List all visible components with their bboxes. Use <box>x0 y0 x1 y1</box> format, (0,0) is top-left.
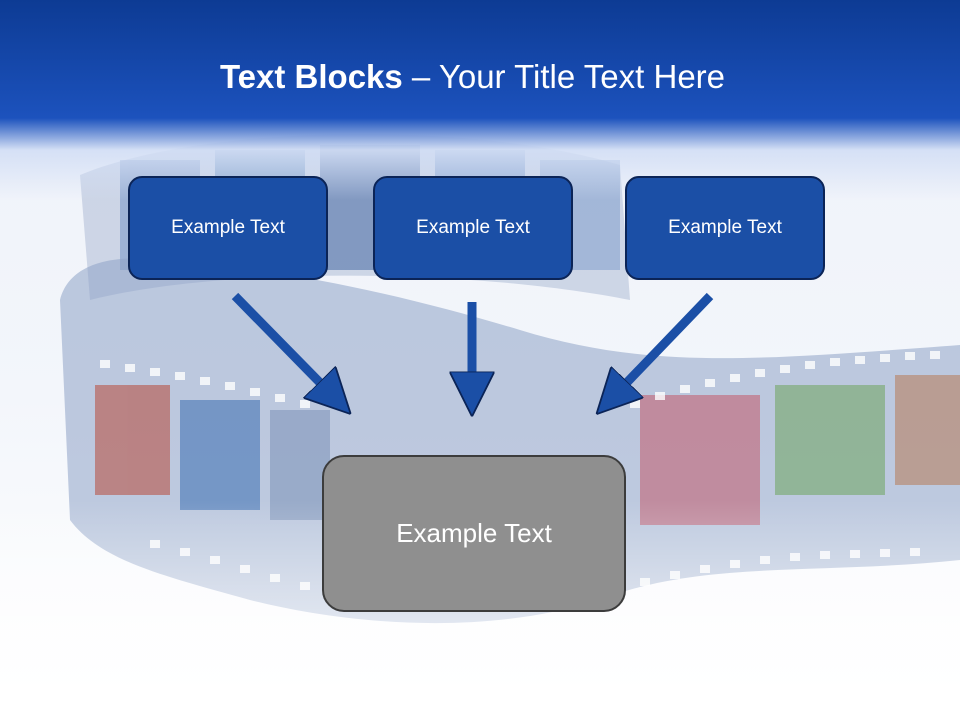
title-bold: Text Blocks <box>219 58 403 95</box>
text-block-2[interactable]: Example Text <box>373 176 573 280</box>
text-block-3[interactable]: Example Text <box>625 176 825 280</box>
header-band <box>0 0 960 200</box>
text-block-3-label: Example Text <box>668 217 782 238</box>
arrow-right <box>612 292 714 398</box>
title-dash: – <box>402 58 439 95</box>
text-block-1-label: Example Text <box>171 217 285 238</box>
slide-title: Text Blocks – Your Title Text Here <box>0 52 945 102</box>
text-block-2-label: Example Text <box>416 217 530 238</box>
result-block[interactable]: Example Text <box>322 455 626 612</box>
text-block-1[interactable]: Example Text <box>128 176 328 280</box>
title-rest: Your Title Text Here <box>438 58 726 95</box>
arrow-left <box>231 292 335 398</box>
result-block-label: Example Text <box>396 518 552 548</box>
